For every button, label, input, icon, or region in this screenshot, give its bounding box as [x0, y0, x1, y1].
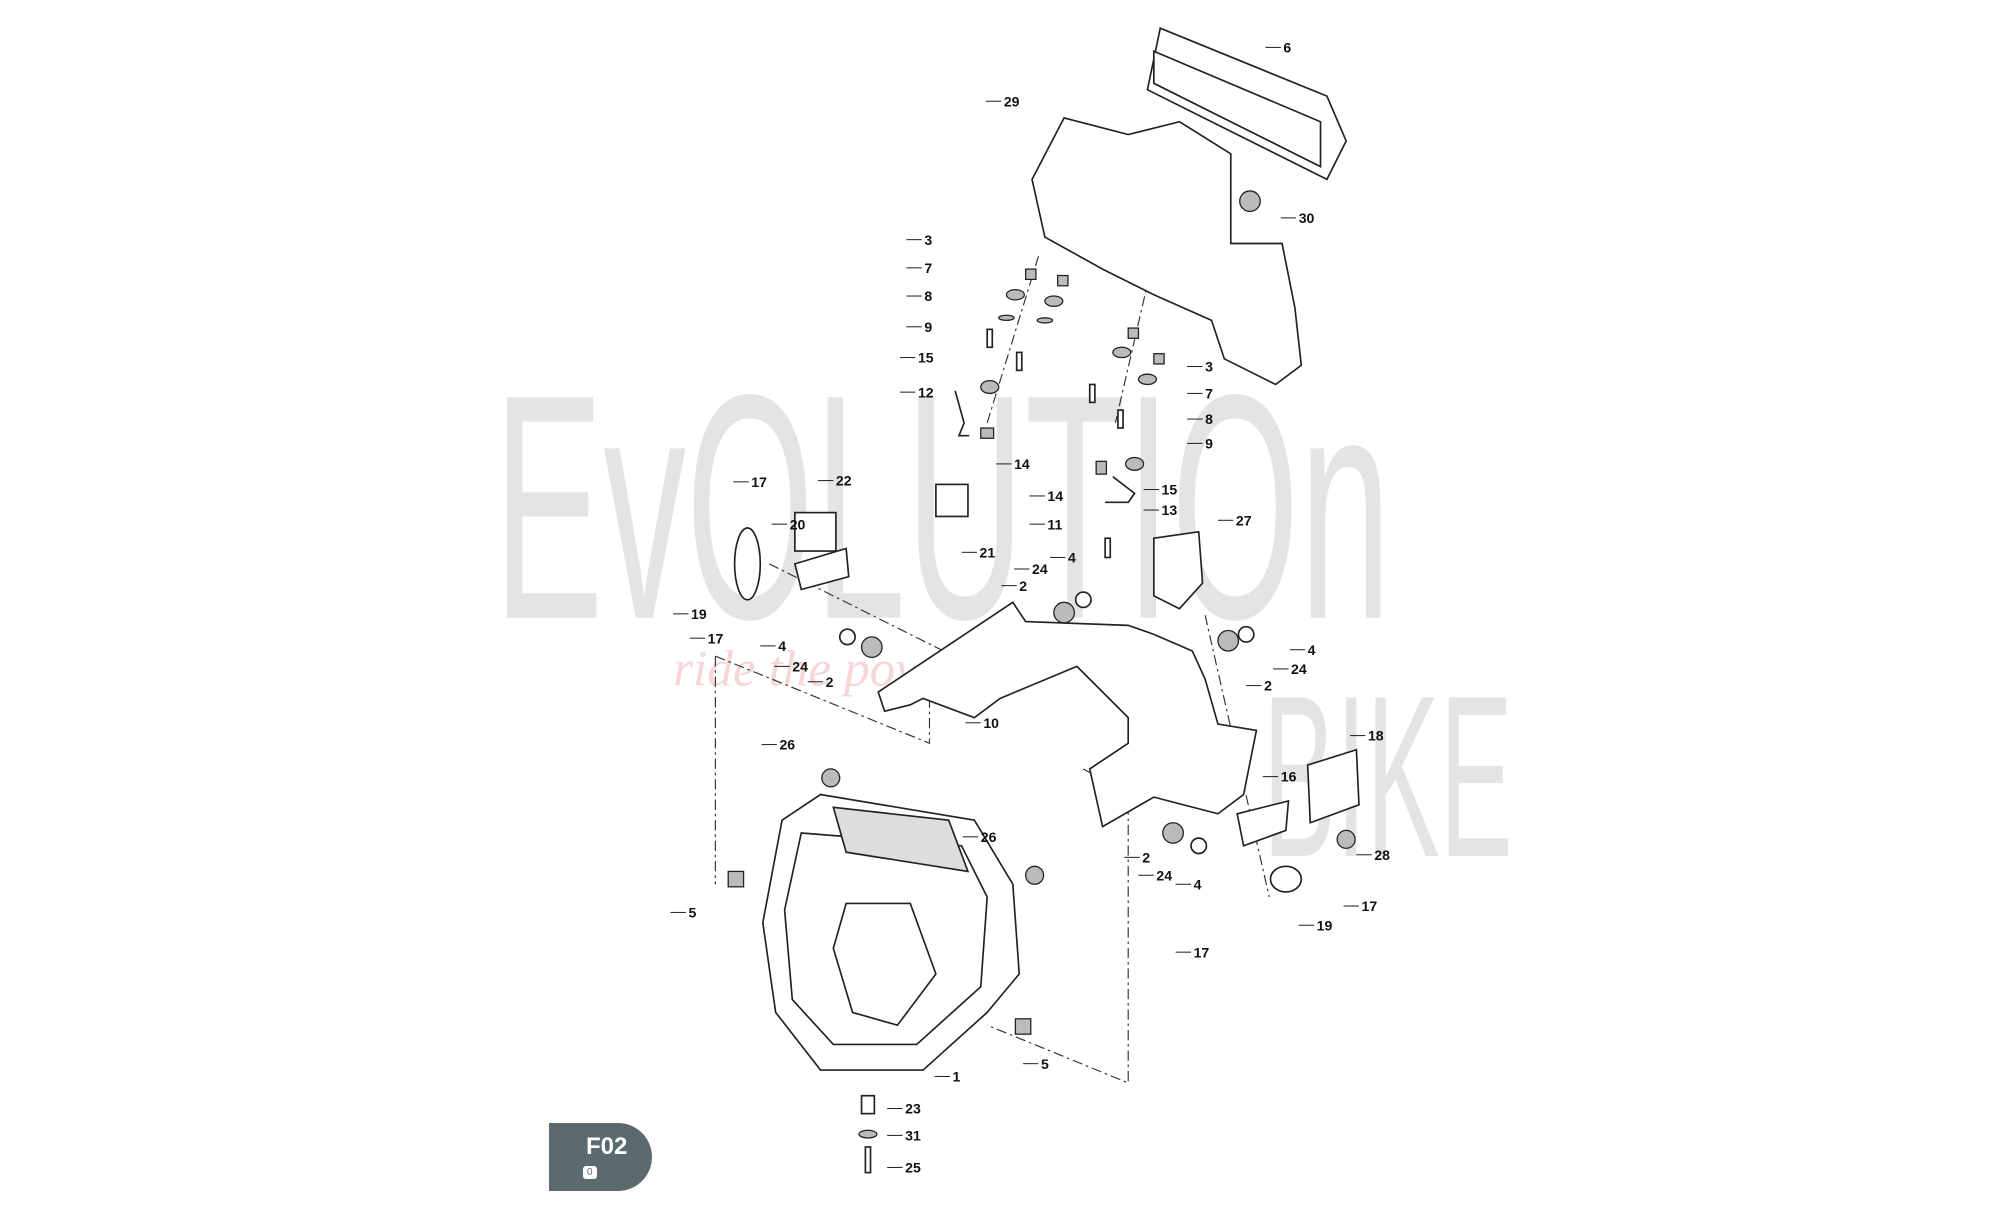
callout-label: 5	[1041, 1056, 1049, 1072]
callout-label: 2	[1142, 849, 1150, 865]
cap-28	[1336, 829, 1356, 850]
callout-label: 18	[1368, 728, 1384, 744]
instrument-cluster	[1146, 27, 1348, 181]
sheet-badge: F02 0	[549, 1123, 652, 1191]
watermark: EvOLUTIOn BIKE ride the power	[494, 328, 1513, 905]
callout-label: 22	[836, 473, 852, 489]
callout-label: 28	[1374, 847, 1390, 863]
callout-label: 8	[924, 288, 932, 304]
callout-label: 24	[792, 659, 808, 675]
callout-label: 1	[953, 1069, 961, 1085]
callout-label: 15	[1162, 482, 1178, 498]
voltage-regulator	[1306, 748, 1360, 824]
callout-label: 15	[918, 350, 934, 366]
callout-label: 19	[1317, 917, 1333, 933]
callout-label: 24	[1291, 661, 1307, 677]
callout-label: 29	[1004, 93, 1020, 109]
grommet-30	[1239, 190, 1261, 213]
headlight-assembly	[727, 793, 1032, 1174]
fastener-stack-left	[954, 268, 1069, 439]
callout-label: 3	[924, 232, 932, 248]
relay-21	[935, 483, 969, 518]
callout-label: 9	[924, 319, 932, 335]
callout-label: 9	[1205, 436, 1213, 452]
socket-27	[1153, 530, 1204, 610]
callout-label: 25	[905, 1160, 921, 1176]
clamp-19	[733, 527, 762, 601]
bracket-20	[793, 547, 850, 591]
callout-label: 27	[1236, 512, 1252, 528]
callout-label: 24	[1032, 561, 1048, 577]
callout-label: 5	[688, 905, 696, 921]
callout-label: 4	[1308, 642, 1316, 658]
callout-label: 6	[1283, 40, 1291, 56]
callout-label: 11	[1047, 516, 1062, 532]
callout-label: 31	[905, 1128, 921, 1144]
callout-label: 16	[1281, 769, 1297, 785]
callout-label: 23	[905, 1101, 921, 1117]
callout-label: 26	[779, 737, 795, 753]
callout-label: 2	[1019, 578, 1027, 594]
callout-label: 4	[1194, 876, 1202, 892]
callout-label: 7	[1205, 386, 1213, 402]
watermark-line2: BIKE	[1263, 647, 1513, 905]
callout-label: 24	[1156, 867, 1172, 883]
callout-label: 19	[691, 606, 707, 622]
callout-label: 21	[979, 544, 995, 560]
callout-label: 17	[1362, 898, 1378, 914]
callout-label: 2	[1264, 678, 1272, 694]
callout-label: 13	[1162, 502, 1178, 518]
revision-badge: 0	[583, 1166, 597, 1179]
callout-label: 12	[918, 384, 934, 400]
callout-label: 3	[1205, 359, 1213, 375]
rubber-mounts	[821, 591, 1255, 885]
callout-label: 17	[751, 474, 767, 490]
callout-label: 14	[1047, 488, 1063, 504]
callout-label: 7	[924, 260, 932, 276]
cluster-bracket	[1031, 116, 1303, 386]
fastener-stack-right	[1088, 327, 1165, 559]
bracket-16	[1236, 799, 1290, 847]
relay-22	[794, 511, 837, 552]
clamp-19b	[1269, 865, 1303, 893]
callout-label: 14	[1014, 456, 1030, 472]
callout-label: 10	[983, 715, 999, 731]
callout-label: 8	[1205, 411, 1213, 427]
callout-label: 4	[778, 638, 786, 654]
callout-label: 17	[708, 630, 724, 646]
callout-label: 2	[826, 674, 834, 690]
callout-label: 26	[981, 829, 997, 845]
sheet-code: F02	[586, 1133, 628, 1160]
callout-label: 17	[1194, 944, 1210, 960]
headlight-bracket	[877, 601, 1258, 828]
callout-label: 4	[1068, 550, 1076, 566]
callout-label: 20	[790, 516, 806, 532]
callout-label: 30	[1299, 210, 1315, 226]
